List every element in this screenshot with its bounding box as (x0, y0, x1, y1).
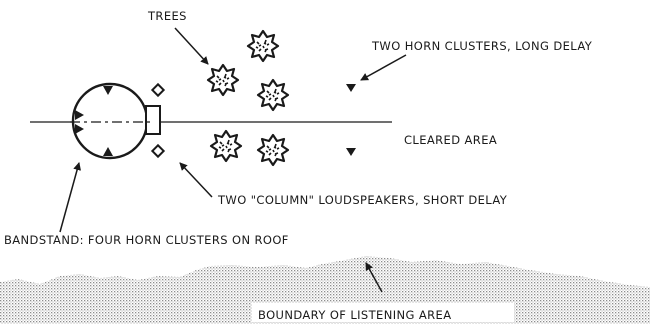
tree-icon (248, 31, 278, 61)
tree-icon (211, 131, 241, 161)
trees-label: TREES (147, 9, 187, 23)
tree-icon (258, 135, 288, 165)
boundary-label: BOUNDARY OF LISTENING AREA (258, 308, 451, 322)
short-delay-label: TWO "COLUMN" LOUDSPEAKERS, SHORT DELAY (217, 193, 508, 207)
long-delay-label: TWO HORN CLUSTERS, LONG DELAY (371, 39, 593, 53)
horn-cluster-icon (346, 84, 356, 156)
tree-icon (208, 65, 238, 95)
cleared-area-label: CLEARED AREA (404, 133, 497, 147)
leader-arrows (60, 28, 406, 292)
bandstand (70, 84, 160, 158)
tree-icon (258, 80, 288, 110)
bandstand-label: BANDSTAND: FOUR HORN CLUSTERS ON ROOF (4, 233, 289, 247)
